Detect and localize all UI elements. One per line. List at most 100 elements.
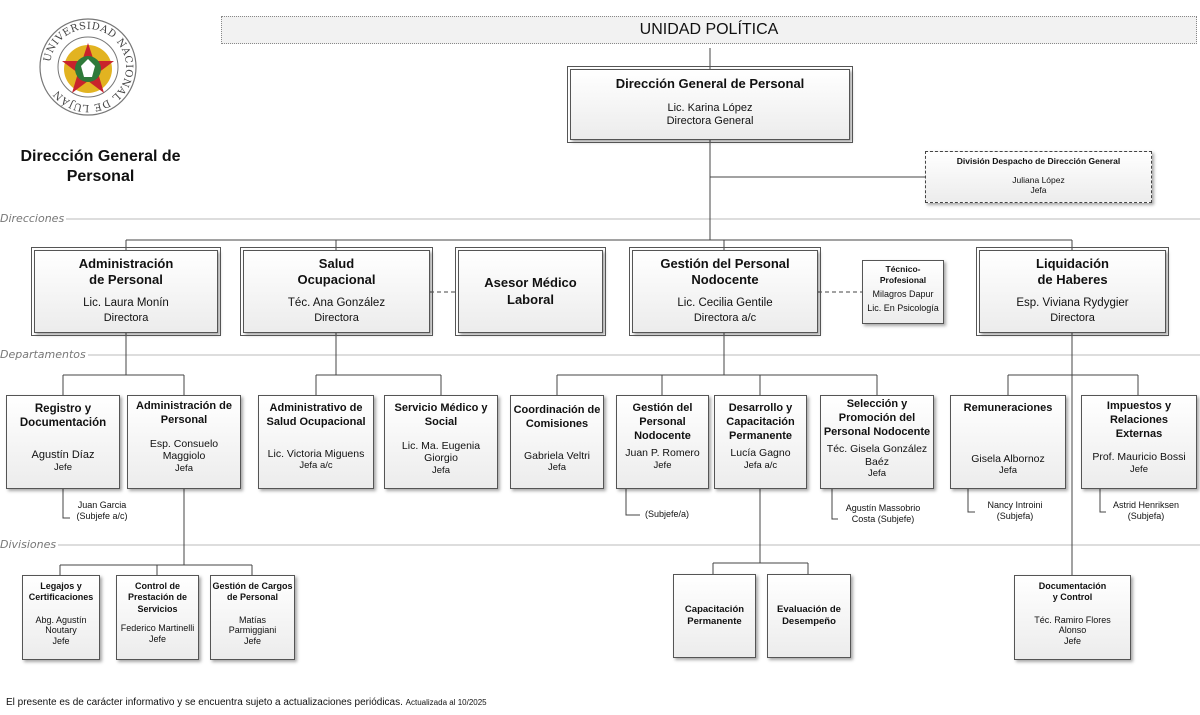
box-name: Lic. Victoria Miguens bbox=[267, 447, 365, 460]
box-role: Directora bbox=[1050, 312, 1095, 325]
box-control-prestacion-servicios[interactable]: Control de Prestación de Servicios Feder… bbox=[116, 575, 199, 660]
section-label-departamentos: Departamentos bbox=[0, 348, 88, 361]
subjefe-name: Nancy Introini bbox=[987, 500, 1043, 510]
box-role: Jefa a/c bbox=[743, 459, 778, 471]
footer-note: El presente es de carácter informativo y… bbox=[6, 697, 487, 708]
box-name: Juan P. Romero bbox=[625, 447, 700, 460]
subjefe-role: (Subjefe a/c) bbox=[76, 510, 128, 521]
box-administracion-de-personal-depto[interactable]: Administración de Personal Esp. Consuelo… bbox=[127, 395, 241, 489]
box-coordinacion-de-comisiones[interactable]: Coordinación de Comisiones Gabriela Velt… bbox=[510, 395, 604, 489]
box-impuestos-y-relaciones-externas[interactable]: Impuestos y Relaciones Externas Prof. Ma… bbox=[1081, 395, 1197, 489]
box-name: Esp. Viviana Rydygier bbox=[1016, 296, 1129, 309]
box-role: Jefa bbox=[1030, 184, 1047, 195]
subjefe-impuestos: Astrid Henriksen (Subjefa) bbox=[1104, 500, 1188, 522]
box-name: Téc. Ana González bbox=[287, 296, 386, 309]
box-title-2: Laboral bbox=[507, 291, 554, 307]
box-servicio-medico-y-social[interactable]: Servicio Médico y Social Lic. Ma. Eugeni… bbox=[384, 395, 498, 489]
box-role: Jefe bbox=[54, 461, 72, 473]
box-liquidacion-de-haberes[interactable]: Liquidación de Haberes Esp. Viviana Rydy… bbox=[976, 247, 1169, 336]
box-capacitacion-permanente[interactable]: Capacitación Permanente bbox=[673, 574, 756, 658]
unidad-politica-banner: UNIDAD POLÍTICA bbox=[221, 16, 1197, 44]
box-title: División Despacho de Dirección General bbox=[956, 156, 1121, 166]
box-role: Jefa bbox=[175, 462, 193, 474]
box-salud-ocupacional[interactable]: Salud Ocupacional Téc. Ana González Dire… bbox=[240, 247, 433, 336]
box-documentacion-y-control[interactable]: Documentación y Control Téc. Ramiro Flor… bbox=[1014, 575, 1131, 660]
box-title-2: Profesional bbox=[879, 274, 927, 285]
box-name: Milagros Dapur bbox=[872, 289, 934, 300]
box-role: Jefe bbox=[1063, 636, 1081, 647]
page-title: Dirección General de Personal bbox=[0, 147, 201, 187]
box-title-1: Liquidación bbox=[1036, 256, 1109, 271]
box-remuneraciones[interactable]: Remuneraciones Gisela Albornoz Jefa bbox=[950, 395, 1066, 489]
box-title-2: Personal bbox=[160, 413, 208, 426]
page-title-line2: Personal bbox=[66, 168, 135, 185]
subjefe-remuneraciones: Nancy Introini (Subjefa) bbox=[980, 500, 1050, 522]
box-title-2: Promoción del bbox=[838, 411, 916, 424]
box-title-2: Permanente bbox=[687, 616, 742, 627]
box-title-2: Social bbox=[424, 415, 458, 428]
box-gestion-personal-nodocente-depto[interactable]: Gestión del Personal Nodocente Juan P. R… bbox=[616, 395, 709, 489]
subjefe-name: Agustín Massobrio bbox=[845, 503, 921, 513]
box-title-1: Control de bbox=[135, 581, 180, 591]
box-title-3: Permanente bbox=[729, 429, 792, 442]
box-title-1: Remuneraciones bbox=[963, 402, 1053, 414]
subjefe-gestion-nodocente: (Subjefe/a) bbox=[645, 509, 690, 519]
box-asesor-medico-laboral[interactable]: Asesor Médico Laboral bbox=[455, 247, 606, 336]
box-administrativo-salud-ocupacional[interactable]: Administrativo de Salud Ocupacional Lic.… bbox=[258, 395, 374, 489]
box-title-2: Comisiones bbox=[525, 417, 589, 430]
box-direccion-general[interactable]: Dirección General de Personal Lic. Karin… bbox=[567, 66, 853, 143]
box-gestion-del-personal-nodocente[interactable]: Gestión del Personal Nodocente Lic. Ceci… bbox=[629, 247, 821, 336]
box-title-1: Impuestos y bbox=[1106, 400, 1172, 412]
box-title-2: de Personal bbox=[226, 592, 279, 603]
box-role: Jefe bbox=[653, 459, 672, 471]
box-title-2: Documentación bbox=[19, 417, 107, 430]
box-role: Directora bbox=[314, 312, 359, 325]
box-title-1: Capacitación bbox=[684, 604, 745, 616]
box-title-3: Servicios bbox=[137, 603, 178, 614]
box-name-1: Téc. Ramiro Flores bbox=[1034, 614, 1111, 625]
box-name-1: Téc. Gisela González bbox=[826, 443, 928, 456]
box-name-2: Baéz bbox=[865, 455, 889, 468]
university-seal-logo: UNIVERSIDAD NACIONAL DE LUJÁN bbox=[39, 18, 137, 116]
box-seleccion-y-promocion[interactable]: Selección y Promoción del Personal Nodoc… bbox=[820, 395, 934, 489]
box-role: Jefe bbox=[52, 636, 70, 647]
subjefe-name: Astrid Henriksen bbox=[1112, 500, 1180, 510]
box-gestion-de-cargos[interactable]: Gestión de Cargos de Personal Matías Par… bbox=[210, 575, 295, 660]
box-name: Federico Martinelli bbox=[120, 622, 195, 633]
box-tecnico-profesional[interactable]: Técnico- Profesional Milagros Dapur Lic.… bbox=[862, 260, 944, 324]
box-role: Directora a/c bbox=[693, 312, 757, 325]
box-role: Jefa bbox=[548, 462, 566, 474]
box-title-1: Registro y bbox=[34, 403, 92, 415]
box-name-1: Matías bbox=[238, 614, 266, 625]
box-evaluacion-de-desempeno[interactable]: Evaluación de Desempeño bbox=[767, 574, 851, 658]
box-title-1: Legajos y bbox=[40, 581, 82, 591]
section-label-direcciones: Direcciones bbox=[0, 212, 67, 225]
box-registro-y-documentacion[interactable]: Registro y Documentación Agustín Díaz Je… bbox=[6, 395, 120, 489]
box-role: Jefe bbox=[243, 636, 261, 647]
box-role: Jefe bbox=[148, 633, 166, 644]
box-title-2: Prestación de bbox=[127, 592, 188, 603]
box-title-1: Administración bbox=[78, 256, 174, 271]
box-role: Lic. En Psicología bbox=[867, 303, 939, 314]
box-title-1: Técnico- bbox=[885, 264, 921, 274]
box-title-2: Personal bbox=[639, 415, 686, 428]
box-name: Prof. Mauricio Bossi bbox=[1092, 451, 1186, 464]
box-title-2: Certificaciones bbox=[28, 592, 94, 603]
box-title-1: Servicio Médico y bbox=[394, 402, 488, 414]
box-title-1: Administración de bbox=[136, 400, 232, 412]
box-title-1: Coordinación de bbox=[513, 404, 601, 416]
box-title-1: Documentación bbox=[1038, 581, 1107, 591]
subjefe-role: Costa (Subjefe) bbox=[851, 513, 915, 524]
box-title-1: Selección y bbox=[846, 398, 908, 410]
box-administracion-de-personal[interactable]: Administración de Personal Lic. Laura Mo… bbox=[31, 247, 221, 336]
box-name-1: Esp. Consuelo bbox=[149, 437, 219, 450]
footer-disclaimer: El presente es de carácter informativo y… bbox=[6, 697, 403, 708]
box-title-1: Desarrollo y bbox=[728, 402, 793, 414]
box-desarrollo-y-capacitacion[interactable]: Desarrollo y Capacitación Permanente Luc… bbox=[714, 395, 807, 489]
subjefe-name: Juan Garcia bbox=[77, 500, 127, 510]
box-legajos-y-certificaciones[interactable]: Legajos y Certificaciones Abg. Agustín N… bbox=[22, 575, 100, 660]
box-name: Lic. Cecilia Gentile bbox=[677, 296, 773, 309]
box-role: Jefa a/c bbox=[299, 460, 333, 472]
box-division-despacho[interactable]: División Despacho de Dirección General J… bbox=[925, 151, 1152, 203]
